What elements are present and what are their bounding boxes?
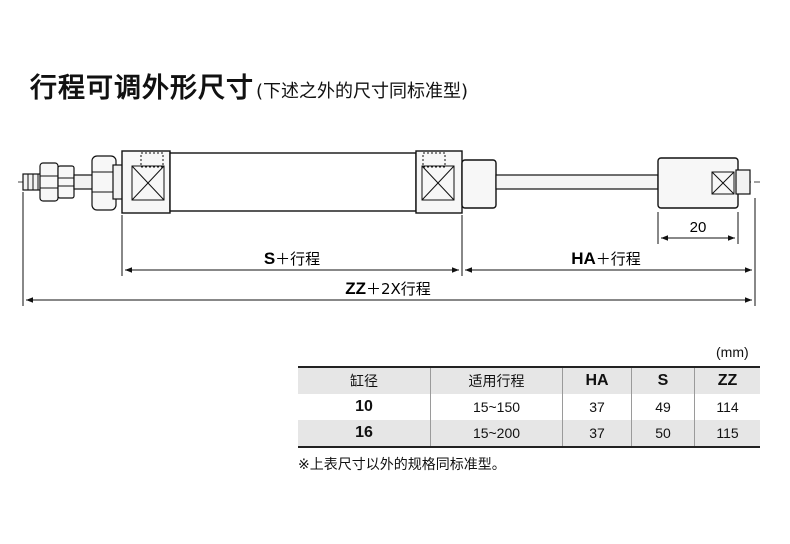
svg-text:HA＋行程: HA＋行程 [571, 249, 641, 268]
svg-text:ZZ＋2X行程: ZZ＋2X行程 [345, 279, 431, 298]
label-20: 20 [690, 219, 707, 236]
header-bore: 缸径 [350, 373, 378, 389]
cell-ha: 37 [562, 420, 632, 447]
right-stopper [657, 157, 751, 209]
adjuster-rod [495, 174, 659, 190]
cell-s: 49 [631, 394, 695, 420]
title-sub: (下述之外的尺寸同标准型) [256, 81, 469, 102]
cell-stroke: 15~200 [430, 420, 563, 447]
dimension-ha: HA＋行程 [465, 249, 752, 273]
cell-bore: 16 [355, 424, 373, 441]
page-title: 行程可调外形尺寸(下述之外的尺寸同标准型) [30, 66, 468, 105]
title-main: 行程可调外形尺寸 [30, 73, 254, 104]
table-row: 16 15~200 37 50 115 [298, 420, 760, 447]
adjuster-body [461, 159, 497, 209]
left-end-cover [121, 150, 171, 214]
header-stroke: 适用行程 [430, 367, 563, 394]
dimension-20: 20 [657, 212, 739, 244]
dimension-table: 缸径 适用行程 HA S ZZ 10 15~150 37 49 114 16 1… [298, 366, 760, 448]
cell-s: 50 [631, 420, 695, 447]
header-zz: ZZ [694, 367, 760, 394]
cylinder-dimension-drawing: 20 S＋行程 HA＋行程 ZZ＋2X行程 [18, 150, 760, 306]
right-end-cover [415, 150, 463, 214]
label-ha-rest: ＋行程 [596, 250, 641, 268]
header-ha: HA [562, 367, 632, 394]
svg-text:S＋行程: S＋行程 [264, 249, 320, 268]
header-s: S [631, 367, 695, 394]
dimension-s: S＋行程 [125, 249, 459, 273]
cell-zz: 114 [694, 394, 760, 420]
label-zz-rest: ＋2X行程 [366, 280, 431, 298]
left-rod-end [22, 155, 125, 211]
label-s-rest: ＋行程 [275, 250, 320, 268]
cell-bore: 10 [355, 398, 373, 415]
cell-stroke: 15~150 [430, 394, 563, 420]
table-row: 10 15~150 37 49 114 [298, 394, 760, 420]
label-ha-bold: HA [571, 249, 596, 268]
unit-label: (mm) [716, 344, 749, 360]
label-s-bold: S [264, 249, 275, 268]
cell-zz: 115 [694, 420, 760, 447]
cylinder-tube [169, 152, 417, 212]
label-zz-bold: ZZ [345, 279, 366, 298]
dimension-zz: ZZ＋2X行程 [26, 279, 752, 303]
table-header-row: 缸径 适用行程 HA S ZZ [298, 367, 760, 394]
cell-ha: 37 [562, 394, 632, 420]
footnote: ※上表尺寸以外的规格同标准型。 [298, 457, 506, 473]
